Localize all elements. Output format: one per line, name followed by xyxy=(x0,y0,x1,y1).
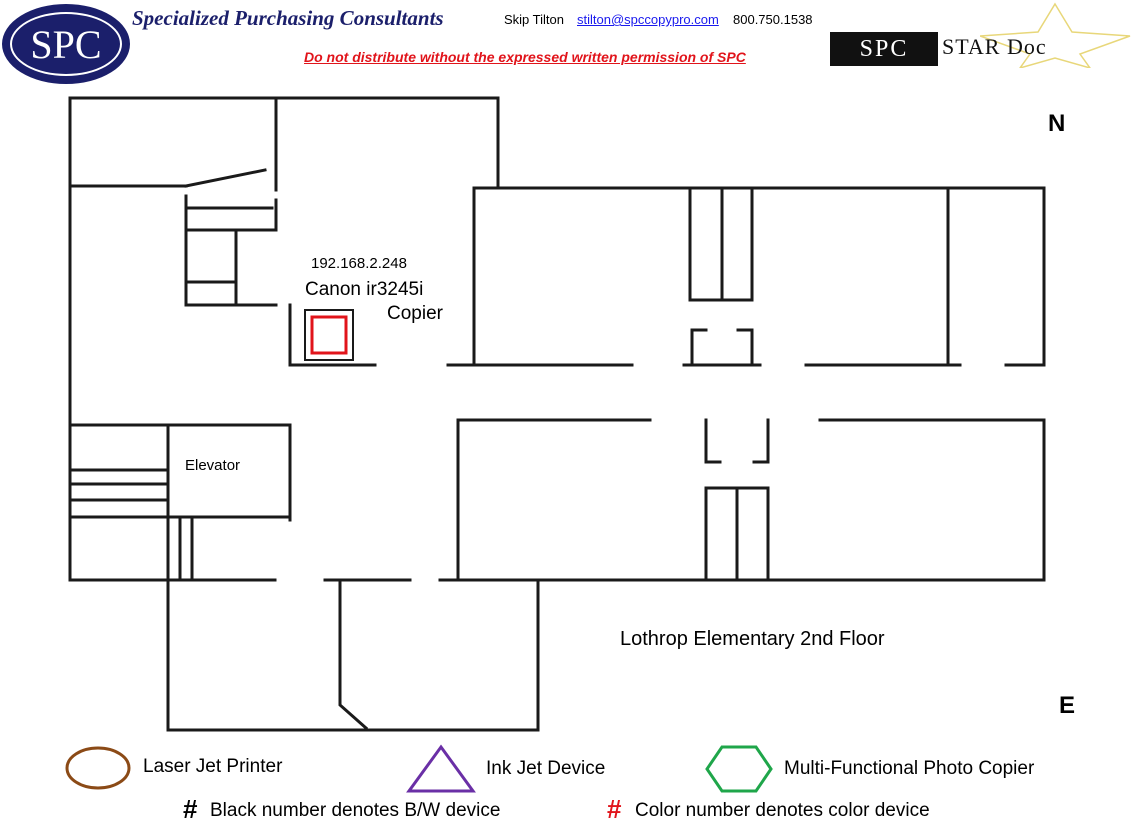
legend-mfp: Multi-Functional Photo Copier xyxy=(784,758,1035,779)
legend-color-note: Color number denotes color device xyxy=(635,800,930,821)
compass-east: E xyxy=(1059,692,1076,719)
copier-square-icon[interactable] xyxy=(304,309,354,361)
circle-icon xyxy=(65,746,131,790)
hash-red-icon: # xyxy=(607,794,622,824)
contact-phone: 800.750.1538 xyxy=(733,12,813,27)
device-ip: 192.168.2.248 xyxy=(311,255,407,272)
spc-logo: SPC xyxy=(2,4,130,84)
legend-bw-note: Black number denotes B/W device xyxy=(210,800,501,821)
star-icon xyxy=(980,2,1131,68)
legend-laser: Laser Jet Printer xyxy=(143,756,283,777)
stardoc-spc-box: SPC xyxy=(830,32,938,66)
hexagon-icon xyxy=(705,745,773,793)
compass-north: N xyxy=(1048,110,1066,137)
stardoc-title: STAR Doc xyxy=(942,34,1047,59)
floor-label: Lothrop Elementary 2nd Floor xyxy=(620,628,885,650)
wall-top xyxy=(68,96,500,190)
triangle-icon xyxy=(406,744,476,793)
legend-inkjet: Ink Jet Device xyxy=(486,758,606,779)
contact-email-link[interactable]: stilton@spccopypro.com xyxy=(577,12,719,27)
floor-plan xyxy=(68,96,1046,732)
company-name: Specialized Purchasing Consultants xyxy=(132,6,444,30)
spc-logo-text: SPC xyxy=(30,21,102,67)
device-model: Canon ir3245i xyxy=(305,279,424,300)
distribution-warning: Do not distribute without the expressed … xyxy=(304,49,746,65)
device-type: Copier xyxy=(387,303,443,324)
contact-name: Skip Tilton xyxy=(504,12,564,27)
elevator-label: Elevator xyxy=(185,457,241,474)
hash-black-icon: # xyxy=(183,794,198,824)
stardoc-logo: SPC STAR Doc xyxy=(830,2,1138,68)
